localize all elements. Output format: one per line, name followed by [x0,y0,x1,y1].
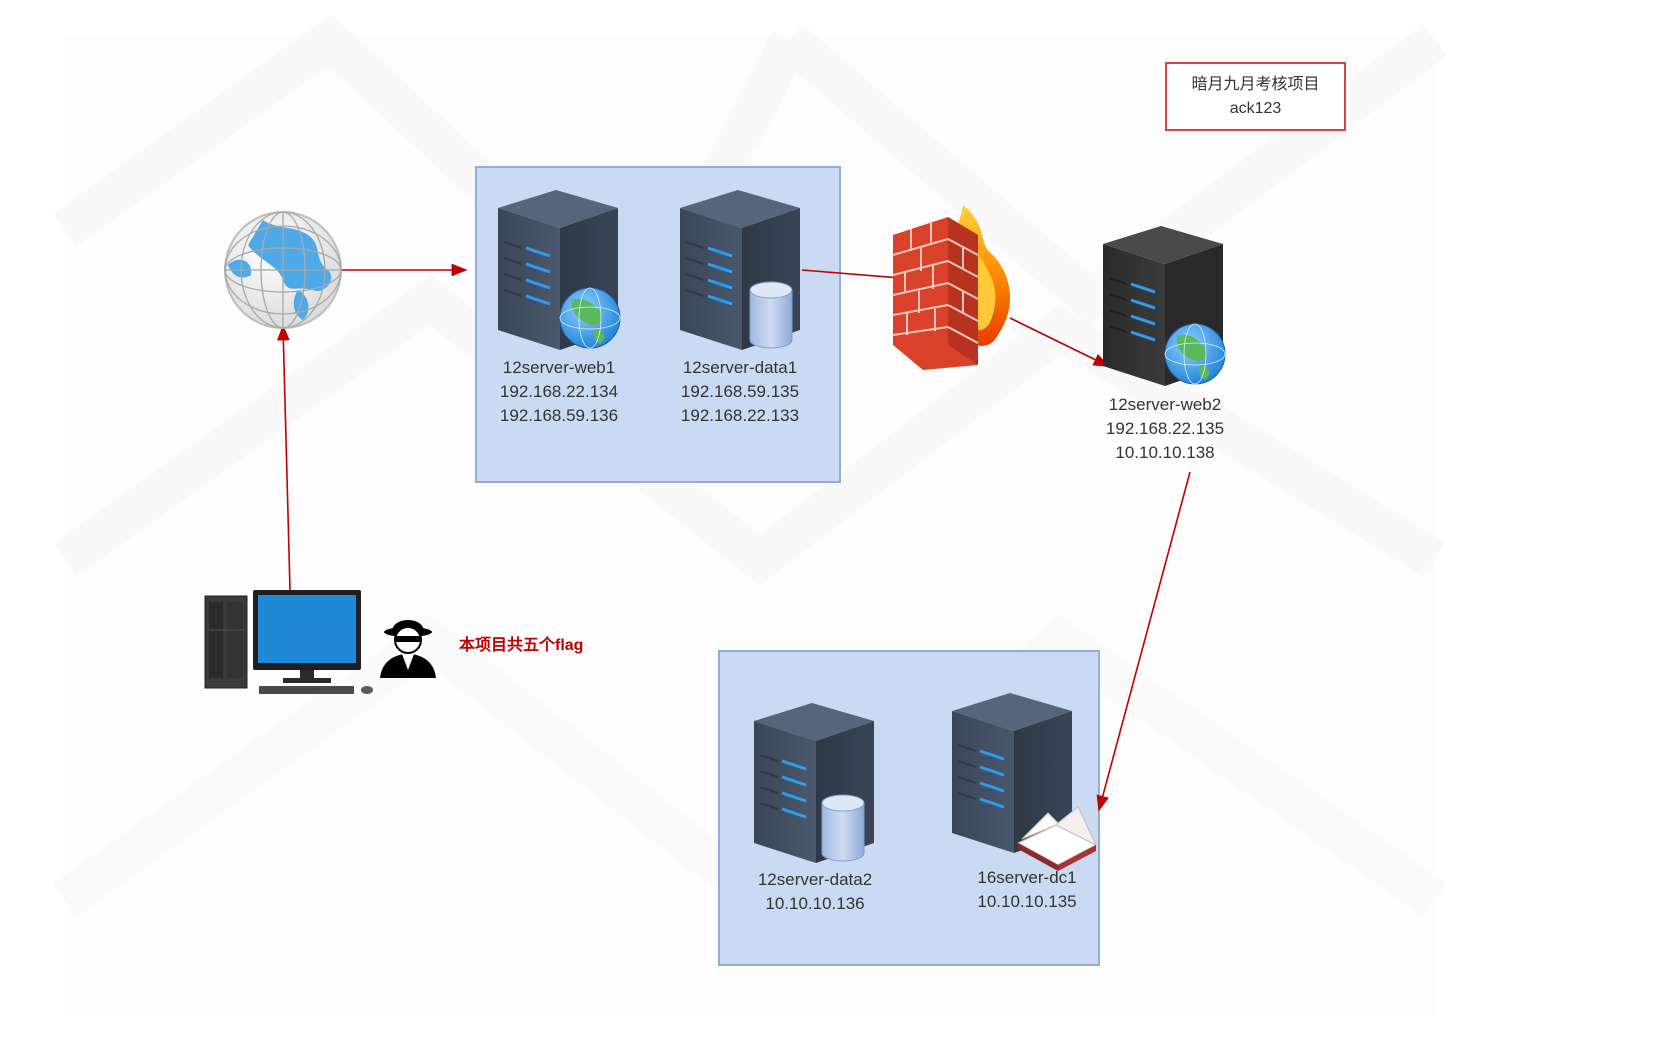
dc1-name: 16server-dc1 [977,868,1077,887]
flag-count-note: 本项目共五个flag [459,637,584,654]
web-globe-icon [1164,323,1226,385]
data1-server-icon [680,190,800,350]
web2-server-icon [1103,226,1226,386]
data1-name: 12server-data1 [682,358,798,377]
data1-ip-1: 192.168.59.135 [680,382,800,401]
database-cylinder-icon [749,281,793,349]
project-note-password: ack123 [1229,99,1282,117]
data2-server-icon [754,703,874,863]
database-cylinder-icon [821,794,865,862]
web1-label: 12server-web1 192.168.22.134 192.168.59.… [487,356,631,428]
data2-name: 12server-data2 [757,870,873,889]
firewall-to-web2-arrow [1009,317,1110,367]
dc1-ip-1: 10.10.10.135 [977,892,1077,911]
hacker-figure-icon [380,620,436,678]
attacker-computer-icon [204,590,373,694]
web2-label: 12server-web2 192.168.22.135 10.10.10.13… [1093,393,1237,465]
web1-ip-1: 192.168.22.134 [499,382,619,401]
data2-label: 12server-data2 10.10.10.136 [743,868,887,916]
dc1-label: 16server-dc1 10.10.10.135 [955,866,1099,914]
data1-ip-2: 192.168.22.133 [680,406,800,425]
project-note-title: 暗月九月考核项目 [1191,75,1320,93]
dc1-server-icon [952,693,1098,871]
project-note-box: 暗月九月考核项目 ack123 [1165,62,1346,131]
web2-name: 12server-web2 [1108,395,1222,414]
directory-book-icon [1016,806,1098,871]
web2-ip-1: 192.168.22.135 [1105,419,1225,438]
internet-globe-icon [224,211,342,329]
data1-label: 12server-data1 192.168.59.135 192.168.22… [668,356,812,428]
web1-server-icon [498,190,621,350]
firewall-icon [892,205,1011,370]
connections [276,263,1191,812]
data2-ip-1: 10.10.10.136 [765,894,865,913]
web1-ip-2: 192.168.59.136 [499,406,619,425]
attacker-to-internet-arrow [276,324,291,591]
web-globe-icon [559,287,621,349]
web1-name: 12server-web1 [502,358,616,377]
data1-to-firewall-line [801,269,901,279]
web2-ip-2: 10.10.10.138 [1115,443,1215,462]
web2-to-dc1-arrow [1096,471,1191,812]
